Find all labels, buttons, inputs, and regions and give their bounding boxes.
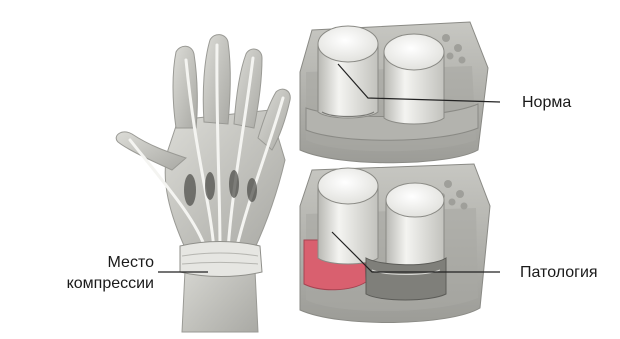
label-compression-line2: компрессии — [62, 273, 154, 294]
label-compression-line1: Место — [62, 252, 154, 273]
pathology-cross-section — [300, 164, 490, 323]
label-compression-site: Место компрессии — [62, 252, 154, 294]
label-normal: Норма — [522, 92, 571, 113]
normal-cross-section — [300, 22, 488, 163]
label-pathology: Патология — [520, 262, 598, 283]
